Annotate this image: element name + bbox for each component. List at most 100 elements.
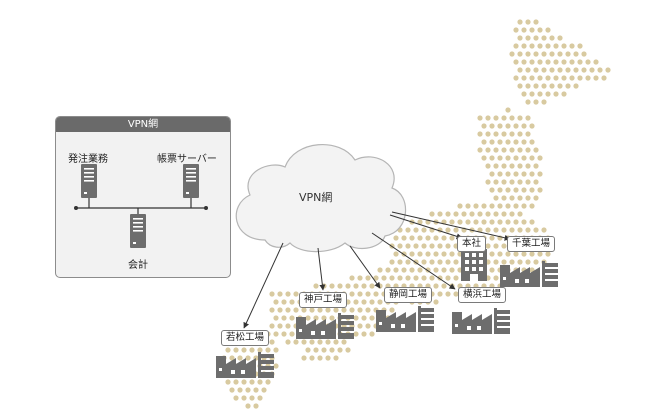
map-dot <box>485 115 491 121</box>
map-dot <box>309 339 315 345</box>
link-chiba <box>391 211 511 241</box>
map-dot <box>329 283 335 289</box>
map-dot <box>249 347 255 353</box>
map-dot <box>517 259 523 265</box>
map-dot <box>481 123 487 129</box>
map-dot <box>509 147 515 153</box>
map-dot <box>353 283 359 289</box>
map-dot <box>533 83 539 89</box>
map-dot <box>489 155 495 161</box>
map-dot <box>257 379 263 385</box>
map-dot <box>405 227 411 233</box>
map-dot <box>265 347 271 353</box>
map-dot <box>449 267 455 273</box>
map-dot <box>533 195 539 201</box>
map-dot <box>561 59 567 65</box>
map-dot <box>325 355 331 361</box>
map-dot <box>533 67 539 73</box>
map-dot <box>521 155 527 161</box>
map-dot <box>337 347 343 353</box>
map-dot <box>537 155 543 161</box>
map-dot <box>577 59 583 65</box>
map-dot <box>545 43 551 49</box>
map-dot <box>345 283 351 289</box>
map-dot <box>533 51 539 57</box>
map-dot <box>273 315 279 321</box>
map-dot <box>489 235 495 241</box>
map-dot <box>513 139 519 145</box>
map-dot <box>357 275 363 281</box>
map-dot <box>521 27 527 33</box>
map-dot <box>237 387 243 393</box>
map-dot <box>301 339 307 345</box>
map-dot <box>249 395 255 401</box>
map-dot <box>517 179 523 185</box>
map-dot <box>509 115 515 121</box>
connection-lines <box>243 211 511 329</box>
map-dot <box>273 299 279 305</box>
map-dot <box>533 35 539 41</box>
map-dot <box>489 123 495 129</box>
map-dot <box>533 163 539 169</box>
map-dot <box>525 99 531 105</box>
cloud-label: VPN網 <box>299 191 333 204</box>
map-dot <box>513 43 519 49</box>
link-kobe <box>317 247 326 291</box>
map-dot <box>529 171 535 177</box>
head-office-label: 本社 <box>457 236 487 252</box>
map-dot <box>557 83 563 89</box>
map-dot <box>517 211 523 217</box>
map-dot <box>569 59 575 65</box>
map-dot <box>601 75 607 81</box>
map-dot <box>533 99 539 105</box>
map-dot <box>497 203 503 209</box>
map-dot <box>481 139 487 145</box>
map-dot <box>493 179 499 185</box>
map-dot <box>593 75 599 81</box>
map-dot <box>477 115 483 121</box>
map-dot <box>525 83 531 89</box>
map-dot <box>529 203 535 209</box>
map-dot <box>589 67 595 73</box>
map-dot <box>497 251 503 257</box>
map-dot <box>573 83 579 89</box>
map-dot <box>477 227 483 233</box>
map-dot <box>341 307 347 313</box>
map-dot <box>257 395 263 401</box>
map-dot <box>517 195 523 201</box>
map-dot <box>521 251 527 257</box>
map-dot <box>229 355 235 361</box>
map-dot <box>373 291 379 297</box>
map-dot <box>513 203 519 209</box>
map-dot <box>273 347 279 353</box>
map-dot <box>445 243 451 249</box>
map-dot <box>533 227 539 233</box>
map-dot <box>513 219 519 225</box>
map-dot <box>501 211 507 217</box>
map-dot <box>389 259 395 265</box>
map-dot <box>521 219 527 225</box>
map-dot <box>493 147 499 153</box>
map-dot <box>525 35 531 41</box>
map-dot <box>405 243 411 249</box>
map-dot <box>381 275 387 281</box>
map-dot <box>349 307 355 313</box>
map-dot <box>369 283 375 289</box>
map-dot <box>377 299 383 305</box>
map-dot <box>521 123 527 129</box>
map-dot <box>321 315 327 321</box>
map-dot <box>261 387 267 393</box>
vpn-panel-title: VPN網 <box>56 117 230 132</box>
map-dot <box>293 339 299 345</box>
map-dot <box>313 315 319 321</box>
map-dot <box>529 91 535 97</box>
map-dot <box>485 211 491 217</box>
map-dot <box>349 275 355 281</box>
map-dot <box>509 195 515 201</box>
kobe-factory-label: 神戸工場 <box>299 292 348 308</box>
map-dot <box>409 267 415 273</box>
map-dot <box>489 267 495 273</box>
map-dot <box>473 203 479 209</box>
map-dot <box>361 315 367 321</box>
map-dot <box>305 347 311 353</box>
